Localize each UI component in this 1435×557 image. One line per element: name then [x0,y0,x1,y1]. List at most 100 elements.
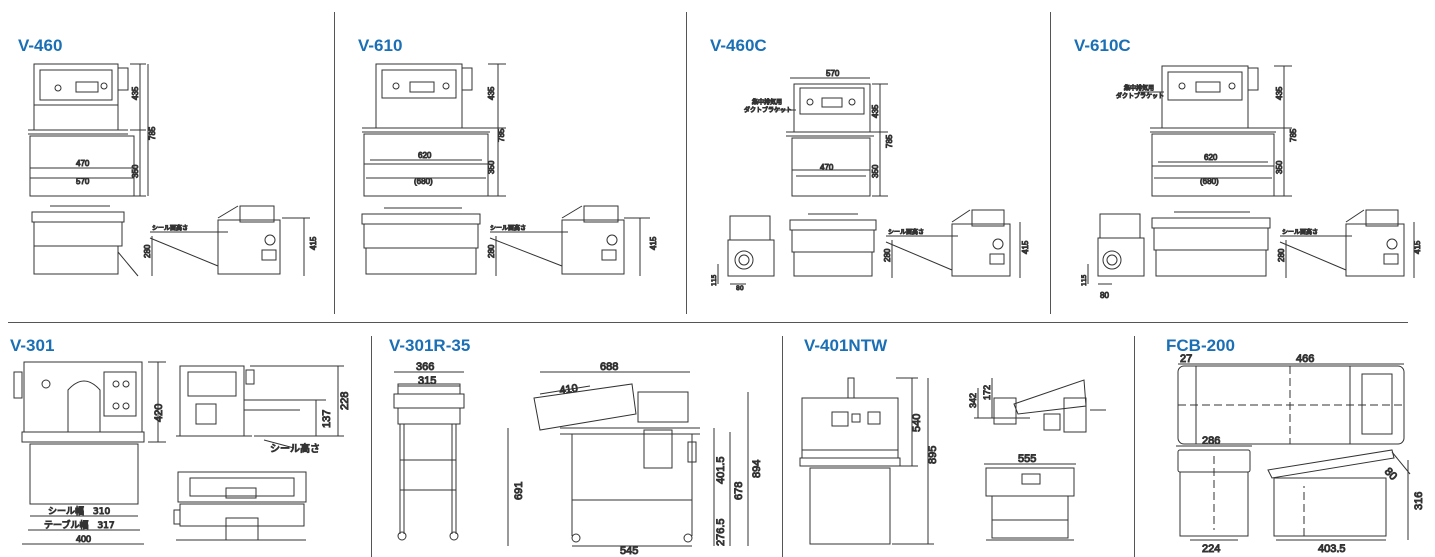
fcb200-dim-286: 286 [1202,435,1220,447]
fcb200-dim-466: 466 [1296,353,1314,365]
v301-dim-137: 137 [321,410,333,428]
v460c-dim-785: 785 [885,134,894,148]
v610c-front-view [1138,65,1276,197]
v460c-dim-435: 435 [871,104,880,118]
row-separator [8,322,1408,323]
v610c-lower-front-view [1151,211,1271,277]
separator-6 [1134,336,1135,557]
v301r-dim-315: 315 [418,375,436,387]
separator-2 [686,12,687,314]
v401-dim-895: 895 [927,446,939,464]
v460c-duct-label-1: 集中排気用 [752,98,782,106]
v301-top-dims [22,361,166,545]
v460-dim-435: 435 [131,86,140,100]
v460c-dim-80: 80 [736,285,744,292]
v610c-seal-label: シール面高さ [1282,228,1318,236]
v301r-front-view [393,383,465,541]
v301-dim-400: 400 [76,534,91,544]
v401-dim-555: 555 [1018,453,1036,465]
v610-dim-785: 785 [497,128,506,142]
v610c-exhaust-side-view [1087,213,1145,285]
v301-front-view [173,471,307,541]
v301r-side-dims [507,371,749,547]
v610-dim-620: 620 [418,151,432,160]
v460-dim-785: 785 [148,126,157,140]
separator-4 [371,336,372,557]
v301r-front-dims [394,371,464,387]
v460-dim-470: 470 [76,159,90,168]
v610c-dim-680: (680) [1200,177,1219,186]
v610c-duct-label-1: 集中排気用 [1124,84,1154,92]
model-title-v401: V-401NTW [804,336,888,355]
v460-front-dims [30,63,149,197]
v610c-dim-435: 435 [1275,86,1284,100]
v460c-front-view [786,77,874,197]
fcb200-dim-403: 403.5 [1318,543,1346,555]
v610c-dim-620: 620 [1204,153,1218,162]
v401-rear-view [984,463,1076,541]
v301-dim-420: 420 [153,404,165,422]
v610c-dim-350: 350 [1275,160,1284,174]
v610-side-view [489,205,650,276]
model-title-v610c: V-610C [1074,36,1131,55]
v610-lower-front-view [361,207,481,275]
separator-1 [334,12,335,314]
v301r-dim-894: 894 [751,460,763,478]
model-title-v460c: V-460C [710,36,767,55]
v610-dim-415: 415 [649,236,658,250]
separator-5 [782,336,783,557]
v460c-dim-570: 570 [826,69,840,78]
model-title-v301r: V-301R-35 [389,336,471,355]
v401-side-dims [974,378,996,419]
v401-dim-540: 540 [911,414,923,432]
v460c-front-dims [774,83,888,197]
v610-dim-280: 280 [487,244,496,258]
separator-3 [1050,12,1051,314]
v301r-dim-276: 276.5 [715,518,727,546]
model-title-v460: V-460 [18,36,63,55]
v610-seal-label: シール面高さ [490,224,526,232]
v460-seal-label: シール面高さ [152,224,188,232]
v610c-dim-280: 280 [1277,248,1286,262]
v460c-dim-415: 415 [1021,240,1030,254]
fcb200-dim-316: 316 [1413,492,1425,510]
v301-seal-width: シール幅 310 [48,505,110,517]
v460c-exhaust-side-view [717,215,775,285]
fcb200-side-dims [1391,451,1411,540]
v460-dim-350: 350 [131,164,140,178]
v610-front-view [362,63,490,197]
v460-dim-570: 570 [76,177,90,186]
v301r-dim-410: 410 [559,383,579,397]
v610c-dim-80: 80 [1100,291,1109,300]
v610c-dim-415: 415 [1413,240,1422,254]
v460c-dim-470: 470 [820,163,834,172]
v301-table-width: テーブル幅 317 [44,519,115,531]
fcb200-dim-27: 27 [1180,353,1192,365]
v610-dim-435: 435 [487,86,496,100]
v460-dim-415: 415 [309,236,318,250]
model-title-v301: V-301 [10,336,55,355]
v610c-side-view [1279,209,1415,278]
v460c-dim-115: 115 [711,274,718,286]
v401-dim-342: 342 [968,393,978,408]
v301-dim-228: 228 [339,392,351,410]
fcb200-front-view [1176,445,1252,541]
v401-side-view [980,379,1106,433]
v460-side-view [149,205,310,276]
v460c-dim-280: 280 [883,248,892,262]
v301r-dim-366: 366 [416,361,434,373]
v610c-duct-label-2: ダクトブラケット [1116,92,1164,100]
v460c-duct-label-2: ダクトブラケット [744,106,792,114]
v301r-dim-678: 678 [733,482,745,500]
v401-front-view [799,377,901,545]
v301r-dim-545: 545 [620,545,638,557]
v301-side-dims [250,365,344,449]
v610c-front-dims [1154,65,1292,197]
v610-dim-680: (680) [414,177,433,186]
v301r-side-view [533,383,700,543]
fcb200-top-view [1177,365,1405,445]
v460c-seal-label: シール面高さ [888,228,924,236]
v301-seal-height: シール高さ [270,442,320,455]
v301-top-view [13,361,145,505]
